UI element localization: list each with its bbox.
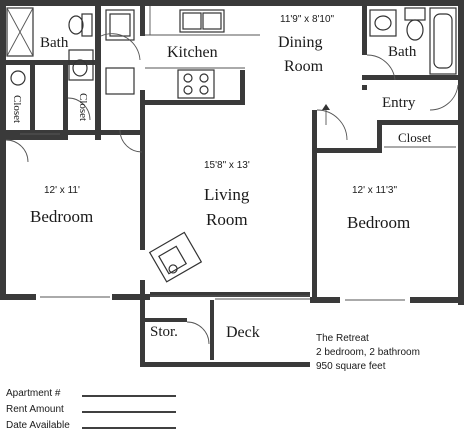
closet-left-label-1: Closet — [11, 95, 23, 123]
dining-label-2: Room — [284, 58, 324, 75]
kitchen-label: Kitchen — [167, 44, 218, 61]
property-area: 950 square feet — [316, 361, 386, 372]
walls — [0, 0, 464, 367]
dining-label-1: Dining — [278, 34, 322, 51]
kitchen-sink — [179, 9, 225, 33]
property-layout: 2 bedroom, 2 bathroom — [316, 347, 420, 358]
dining-dims-label: 11'9" x 8'10" — [280, 14, 335, 25]
shower-left — [6, 7, 34, 57]
living-dims-label: 15'8" x 13' — [204, 160, 250, 171]
fixtures — [6, 6, 457, 301]
bedroom-right-dims-label: 12' x 11'3" — [352, 185, 397, 196]
doors — [5, 33, 459, 345]
availability-form: Apartment # Rent Amount Date Available — [6, 388, 176, 431]
deck-label: Deck — [226, 324, 260, 341]
closet-right-label: Closet — [398, 130, 432, 145]
bedroom-left-dims-label: 12' x 11' — [44, 185, 80, 196]
bedroom-right-label: Bedroom — [347, 213, 410, 232]
dishwasher — [105, 67, 135, 95]
bath-right-label: Bath — [388, 44, 417, 60]
date-available-label: Date Available — [6, 420, 70, 431]
toilet-right — [404, 7, 426, 21]
rent-amount-label: Rent Amount — [6, 404, 64, 415]
toilet-left — [81, 13, 93, 37]
sink-left — [68, 49, 94, 81]
fridge — [105, 9, 135, 41]
sink-right — [369, 9, 397, 37]
bedroom-left-label: Bedroom — [30, 207, 93, 226]
property-name: The Retreat — [316, 333, 369, 344]
property-info: The Retreat 2 bedroom, 2 bathroom 950 sq… — [316, 333, 420, 372]
living-label-2: Room — [206, 210, 248, 229]
bath-left-label: Bath — [40, 35, 69, 51]
apartment-number-label: Apartment # — [6, 388, 61, 399]
storage-label: Stor. — [150, 324, 178, 340]
stove — [177, 69, 215, 99]
fireplace — [148, 231, 203, 283]
entry-label: Entry — [382, 95, 416, 111]
room-labels: Bath Closet Closet Kitchen 11'9" x 8'10"… — [11, 14, 432, 341]
closet-left-label-2: Closet — [77, 93, 89, 121]
bathtub — [429, 7, 457, 75]
living-label-1: Living — [204, 185, 250, 204]
